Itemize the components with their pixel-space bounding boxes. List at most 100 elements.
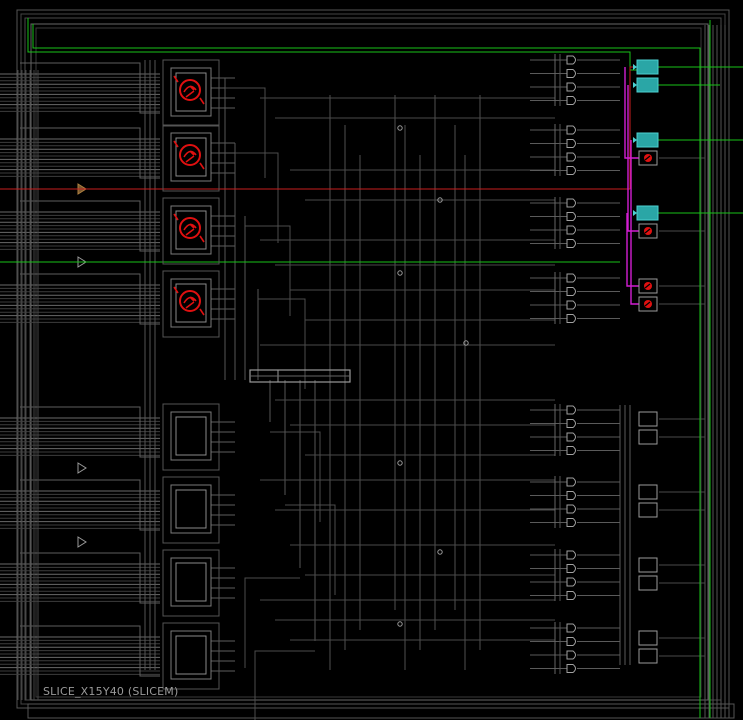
lut-outer-frame — [162, 59, 220, 127]
lut-inner-box — [175, 137, 207, 177]
net-magenta-3 — [630, 140, 639, 305]
junction-marker — [397, 125, 403, 131]
flipflop-f1ff — [638, 484, 658, 500]
ff-box — [638, 630, 658, 646]
carry-chain — [249, 369, 351, 383]
flipflop-cff — [633, 205, 659, 221]
net-magenta-4 — [626, 213, 639, 287]
lut-d5lut — [162, 622, 220, 690]
flipflop-a5ff — [633, 77, 659, 93]
lut-used-icon — [179, 290, 201, 312]
mux-gate — [566, 96, 576, 105]
mux-gate — [566, 139, 576, 148]
lut-fanout-route — [285, 504, 336, 595]
net-magenta-2 — [627, 85, 639, 232]
ff-arrow — [633, 210, 637, 216]
mux-gate — [566, 239, 576, 248]
mux-gate — [566, 477, 576, 487]
flipflop-e2ff — [638, 429, 658, 445]
ff-arrow — [633, 64, 637, 70]
ff-routed-box — [636, 132, 659, 148]
lut-used-icon — [179, 217, 201, 239]
ff-box — [638, 502, 658, 518]
flipflop-e1ff — [638, 411, 658, 427]
mux-gate — [566, 623, 576, 633]
ff-arrow — [633, 82, 637, 88]
lut-box — [170, 557, 212, 607]
lut-box — [170, 67, 212, 117]
lut-box — [170, 205, 212, 255]
junction-marker — [437, 549, 443, 555]
lut-fanout-route — [245, 225, 291, 316]
slice-inner-frame — [30, 23, 709, 701]
flipflop-g1ff — [638, 557, 658, 573]
junction-marker — [437, 197, 443, 203]
mux-gate — [566, 650, 576, 660]
lut-column — [162, 59, 220, 690]
lut-box — [170, 132, 212, 182]
lut-inner-box — [175, 489, 207, 529]
lut-outer-frame — [162, 476, 220, 544]
flipflop-aff — [633, 59, 659, 75]
ff-used-icon-mark — [644, 228, 651, 234]
junction-marker — [397, 270, 403, 276]
lut-outer-frame — [162, 270, 220, 338]
lut-inner-box — [175, 283, 207, 323]
mux-gate — [566, 446, 576, 455]
lut-c5lut — [162, 549, 220, 617]
lut-inner-box — [175, 562, 207, 602]
lut-box — [170, 484, 212, 534]
mux-gate — [566, 518, 576, 527]
lut-box — [170, 278, 212, 328]
lut-c6lut — [162, 197, 220, 265]
bottom-bus-frame — [27, 703, 735, 719]
ff-arrow — [633, 137, 637, 143]
lut-b5lut — [162, 476, 220, 544]
mux-gate — [566, 273, 576, 283]
mux-gate — [566, 152, 576, 162]
mux-gate — [566, 419, 576, 428]
ff-used-icon-mark — [644, 283, 651, 289]
ff-box — [638, 411, 658, 427]
flipflop-bff — [633, 132, 659, 148]
mux-gate — [566, 287, 576, 296]
slice-name-label: SLICE_X15Y40 (SLICEM) — [43, 685, 179, 698]
lut-d6lut — [162, 270, 220, 338]
ff-box — [638, 575, 658, 591]
flipflop-g2ff — [638, 575, 658, 591]
lut-used-icon — [179, 79, 201, 101]
lut-fanout-route — [244, 577, 300, 668]
mux-gate — [566, 504, 576, 514]
ff-used-icon-mark — [644, 155, 651, 161]
mux-gate — [566, 198, 576, 208]
lut-fanout-route — [254, 650, 315, 720]
mux-gate — [566, 577, 576, 587]
net-green-top — [27, 18, 637, 71]
flipflop-column — [633, 59, 659, 664]
input-buffer-triangle — [77, 462, 87, 474]
lut-fanout-route — [270, 431, 321, 522]
flipflop-b5ff — [638, 150, 658, 166]
mux-gate — [566, 212, 576, 221]
ff-routed-box — [636, 205, 659, 221]
lut-inner-box — [175, 72, 207, 112]
mux-gate — [566, 550, 576, 560]
lut-bypass-wire — [20, 625, 160, 677]
mux-gate — [566, 637, 576, 646]
mux-gate — [566, 225, 576, 235]
flipflop-dff — [638, 278, 658, 294]
lut-used-glyph — [183, 296, 197, 309]
mux-gate — [566, 405, 576, 415]
mux-gate — [566, 300, 576, 310]
junction-marker — [397, 460, 403, 466]
slice-frame-5 — [35, 27, 702, 698]
routing-wires — [0, 25, 730, 720]
lut-outer-frame — [162, 549, 220, 617]
flipflop-h1ff — [638, 630, 658, 646]
mux-gate — [566, 432, 576, 442]
ff-used-icon-mark — [644, 301, 651, 307]
lut-used-glyph — [183, 150, 197, 163]
lut-used-icon — [179, 144, 201, 166]
ff-box — [638, 429, 658, 445]
